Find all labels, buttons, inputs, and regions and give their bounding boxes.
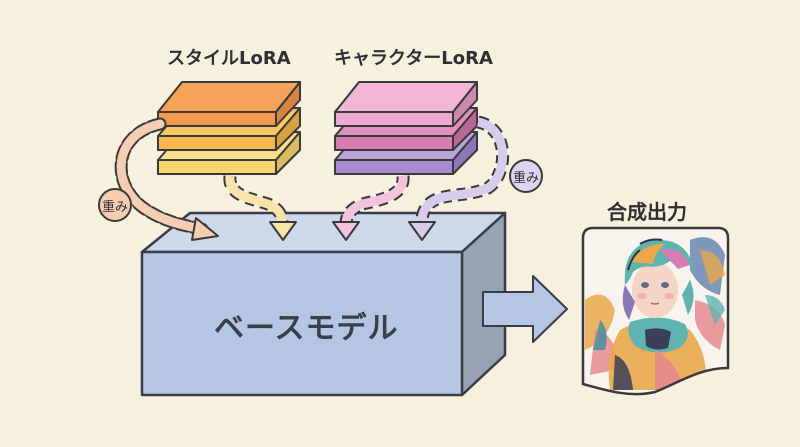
character-lora-label: キャラクターLoRA (334, 48, 493, 69)
output-arrow (482, 275, 568, 343)
character-lora-stack (334, 81, 478, 175)
weighted-character-arrow (408, 115, 510, 241)
base-model-label: ベースモデル (214, 311, 399, 346)
output-illustration (585, 237, 725, 390)
output-label: 合成出力 (607, 200, 687, 224)
style-lora-stack (157, 81, 301, 175)
weight-badge-character: 重み (509, 159, 543, 193)
output-image-card (581, 226, 730, 396)
style-lora-label: スタイルLoRA (167, 48, 291, 69)
style-arrow (223, 175, 297, 241)
weighted-style-arrow (114, 117, 219, 241)
character-arrow (332, 175, 410, 241)
weight-badge-style: 重み (98, 188, 132, 222)
